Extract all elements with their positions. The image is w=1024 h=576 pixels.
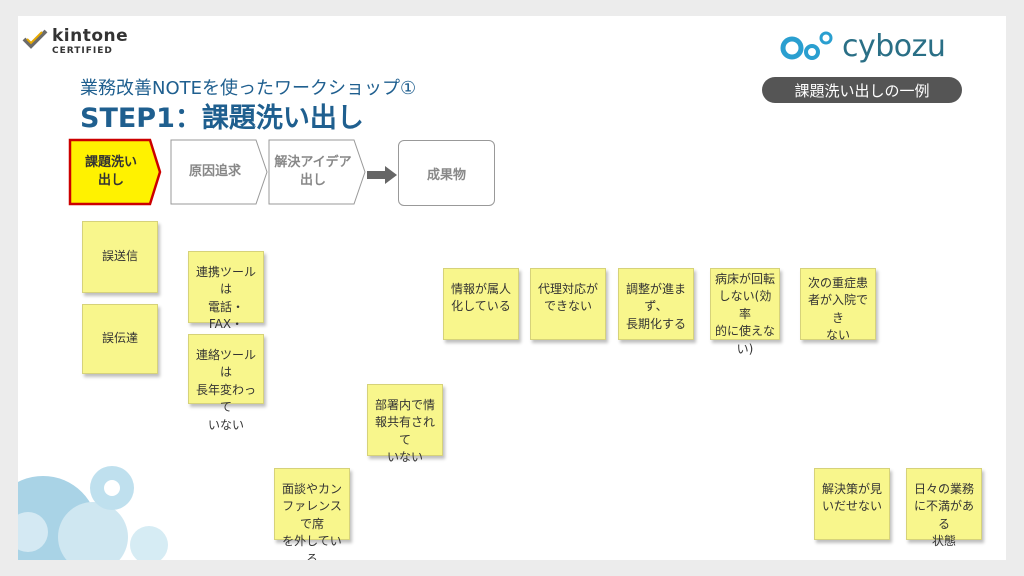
- step-label: 解決アイデア 出し: [274, 154, 352, 188]
- sticky-note: 代理対応が できない: [530, 268, 606, 340]
- sticky-note: 連携ツールは 電話・FAX・ 郵便: [188, 251, 264, 349]
- step-shape: [170, 139, 268, 205]
- sticky-note: 誤送信: [82, 221, 158, 293]
- sticky-note: 誤伝達: [82, 304, 158, 374]
- sticky-note: 連絡ツールは 長年変わって いない: [188, 334, 264, 432]
- step-shape: [268, 139, 366, 205]
- sticky-note: 面談やカン ファレンスで席 を外している: [274, 468, 350, 560]
- arrow-right-icon: [367, 166, 397, 184]
- page-title: STEP1：課題洗い出し: [80, 103, 364, 134]
- decorative-circle: [58, 502, 128, 560]
- sticky-note: 情報が属人 化している: [443, 268, 519, 340]
- sticky-note: 病床が回転 しない(効率 的に使えな い): [710, 268, 780, 356]
- sticky-note: 解決策が見 いだせない: [814, 468, 890, 540]
- step: 原因追求: [170, 139, 268, 205]
- decorative-circle: [130, 526, 168, 560]
- step: 解決アイデア 出し: [268, 139, 366, 205]
- sticky-note: 部署内で情 報共有されて いない: [367, 384, 443, 464]
- badge-line2: CERTIFIED: [52, 46, 113, 56]
- brand-name: cybozu: [842, 28, 946, 64]
- result-box: 成果物: [398, 140, 495, 206]
- badge-line1: kintone: [52, 26, 129, 46]
- slide: kintone CERTIFIED cybozu 課題洗い出しの一例 業務改善N…: [18, 16, 1006, 560]
- cybozu-logo-icon: [780, 31, 833, 60]
- check-icon: [22, 29, 48, 49]
- step-label: 課題洗い 出し: [84, 154, 137, 188]
- sticky-note: 次の重症患 者が入院でき ない: [800, 268, 876, 342]
- step-shape: [68, 138, 162, 206]
- cybozu-logo: cybozu: [780, 28, 946, 64]
- decorative-circle: [104, 480, 120, 496]
- category-tag: 課題洗い出しの一例: [762, 77, 962, 103]
- sticky-note: 調整が進まず、 長期化する: [618, 268, 694, 340]
- kintone-certified-badge: kintone CERTIFIED: [22, 28, 128, 56]
- step-active: 課題洗い 出し: [68, 138, 162, 206]
- page-subtitle: 業務改善NOTEを使ったワークショップ①: [80, 78, 417, 99]
- sticky-note: 日々の業務 に不満がある 状態: [906, 468, 982, 548]
- step-label: 原因追求: [188, 163, 241, 179]
